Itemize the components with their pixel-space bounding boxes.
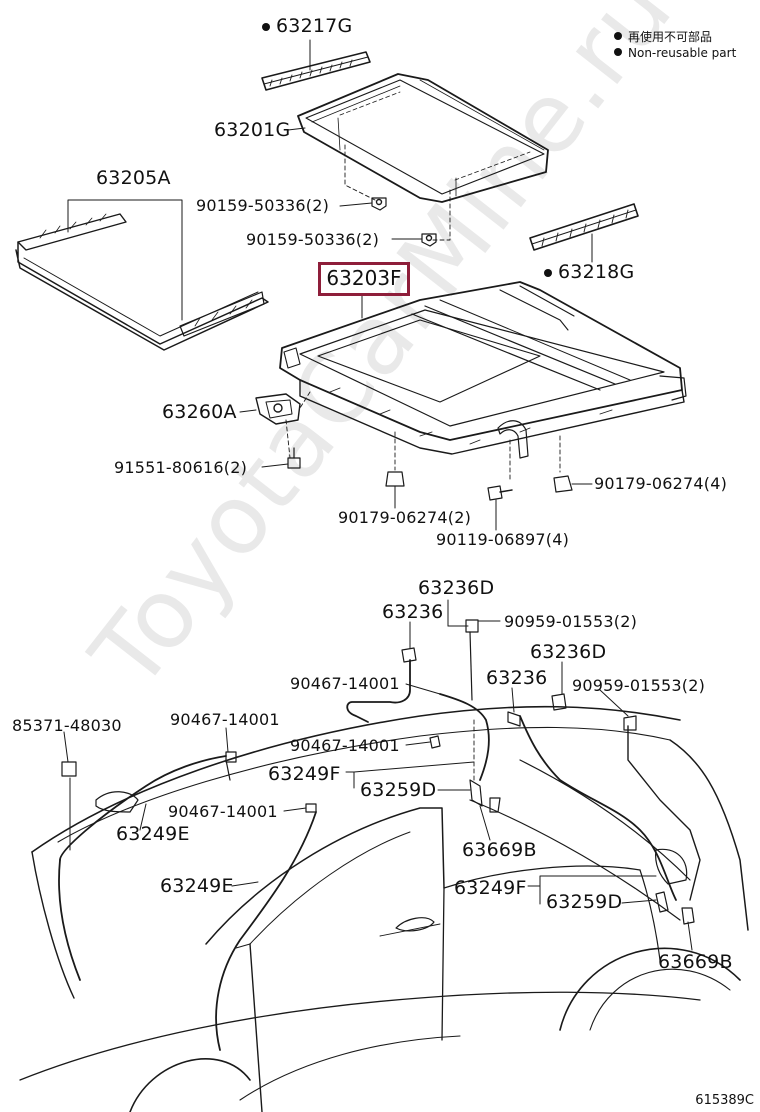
deflector-strip-63217g [261,51,371,91]
non-reusable-dot-icon [544,269,552,277]
part-label-63249e-b[interactable]: 63249E [160,875,234,897]
bolt-91551 [287,447,301,469]
screw-90159-a [371,197,387,211]
leader-63201g [287,127,306,131]
part-label-63201g[interactable]: 63201G [214,119,291,141]
part-label-63218g[interactable]: 63218G [544,262,634,282]
leader-lines [63,599,693,951]
part-label-90467-c[interactable]: 90467-14001 [290,736,400,755]
part-label-63249f-b[interactable]: 63249F [454,877,527,899]
car-body [19,705,749,1112]
seal-frame-63205a [15,213,269,351]
glass-panel-63201g [297,73,549,203]
part-label-90467-b[interactable]: 90467-14001 [170,710,280,729]
leader-63205a [67,199,183,321]
part-label-90959-a[interactable]: 90959-01553(2) [504,612,638,631]
part-label-90959-b[interactable]: 90959-01553(2) [572,676,706,695]
part-label-63236d-a[interactable]: 63236D [418,577,495,599]
part-label-90467-a[interactable]: 90467-14001 [290,674,400,693]
drawing-code: 615389C [695,1093,754,1108]
screw-90159-b [421,233,437,247]
clips [61,619,695,925]
part-number: 63218G [558,261,635,283]
part-label-63669b-a[interactable]: 63669B [462,839,537,861]
part-label-63249f-a[interactable]: 63249F [268,763,341,785]
part-label-91551[interactable]: 91551-80616(2) [114,458,248,477]
part-label-63259d-a[interactable]: 63259D [360,779,437,801]
bolt-90119 [487,485,513,501]
part-number: 63203F [326,266,402,290]
nut-90179-a [553,475,573,493]
sunroof-housing-63203f [279,281,687,459]
part-label-90179-b[interactable]: 90179-06274(2) [338,508,472,527]
part-label-63249e-a[interactable]: 63249E [116,823,190,845]
legend-jp-text: 再使用不可部品 [628,30,713,44]
part-label-90467-d[interactable]: 90467-14001 [168,802,278,821]
part-label-90119[interactable]: 90119-06897(4) [436,530,570,549]
part-label-63217g[interactable]: 63217G [262,16,352,36]
part-label-90159-a[interactable]: 90159-50336(2) [196,196,330,215]
part-label-63236-a[interactable]: 63236 [382,601,444,623]
part-label-63236-b[interactable]: 63236 [486,667,548,689]
non-reusable-dot-icon [262,23,270,31]
drain-hoses [58,631,701,1051]
part-label-63205a[interactable]: 63205A [96,167,171,189]
legend-row-en: Non-reusable part [614,46,736,60]
non-reusable-dot-icon [614,32,622,40]
nut-90179-b [385,471,405,487]
part-label-85371[interactable]: 85371-48030 [12,716,122,735]
legend-row-jp: 再使用不可部品 [614,30,712,44]
deflector-strip-63218g [529,203,639,251]
part-label-63203f-highlighted[interactable]: 63203F [318,262,410,296]
motor-63260a [255,393,301,425]
part-label-63236d-b[interactable]: 63236D [530,641,607,663]
non-reusable-dot-icon [614,48,622,56]
part-label-63260a[interactable]: 63260A [162,401,237,423]
part-label-63669b-b[interactable]: 63669B [658,951,733,973]
legend-en-text: Non-reusable part [628,46,737,60]
part-number: 63217G [276,15,353,37]
part-label-63259d-b[interactable]: 63259D [546,891,623,913]
part-label-90179-a[interactable]: 90179-06274(4) [594,474,728,493]
part-label-90159-b[interactable]: 90159-50336(2) [246,230,380,249]
